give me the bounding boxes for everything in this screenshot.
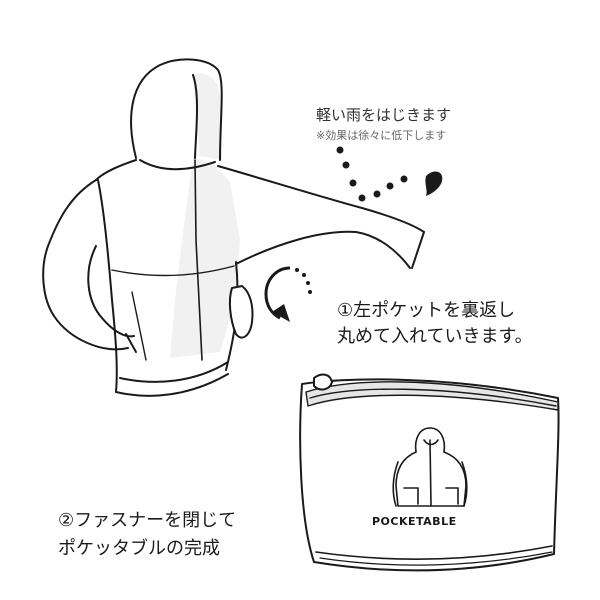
jacket-pocket-seam	[111, 265, 235, 277]
rain-drop	[386, 182, 394, 190]
rain-drop	[349, 179, 357, 187]
jacket-zipper	[194, 159, 203, 361]
rain-drop	[342, 161, 350, 169]
arrow-dot	[295, 268, 299, 272]
jacket-collar	[139, 159, 216, 171]
jacket-cuff	[125, 333, 137, 353]
jacket-hood-inner	[193, 73, 222, 160]
pouch-bottom-band-inner	[319, 551, 553, 566]
mini-jacket-zip	[429, 439, 432, 507]
jacket-right-arm-bottom	[235, 230, 411, 269]
step2-instruction-line1: ②ファスナーを閉じて	[58, 510, 237, 531]
rain-repellent-note: ※効果は徐々に低下します	[316, 129, 447, 142]
arrow-dot	[306, 281, 310, 285]
jacket-left-arm-inner	[87, 245, 135, 338]
rain-repellent-title: 軽い雨をはじきます	[316, 106, 452, 124]
jacket-hem	[115, 373, 229, 397]
pouch-body	[299, 378, 560, 572]
jacket-left-pocket	[131, 291, 147, 361]
jacket-hood	[130, 58, 223, 161]
rotate-arrow-icon	[264, 266, 312, 322]
jacket-body-left	[97, 179, 118, 393]
hooded-jacket-illustration	[42, 58, 425, 397]
jacket-left-arm	[42, 179, 129, 351]
rain-drop	[336, 146, 344, 154]
step2-instruction-line2: ポケッタブルの完成	[58, 538, 220, 559]
mini-jacket-icon	[392, 427, 468, 507]
jacket-hem-band	[119, 361, 229, 383]
arrow-dot	[308, 290, 312, 294]
jacket-shoulder	[95, 159, 137, 181]
zipper-pouch-illustration	[299, 373, 560, 572]
pouch-bottom-band	[315, 545, 553, 560]
jacket-right-cuff	[411, 231, 425, 269]
mini-jacket-hood	[414, 427, 446, 453]
rain-drop-large	[425, 171, 443, 196]
jacket-hood-fold	[192, 74, 199, 159]
rotate-arrow-curve	[264, 266, 291, 320]
pouch-zipper-band	[305, 381, 559, 411]
rain-drop	[358, 194, 366, 202]
mini-jacket-pocket-right	[445, 487, 459, 505]
pouch-zipper-pull	[313, 373, 333, 391]
rain-drop	[400, 175, 408, 183]
rotate-arrow-head	[272, 304, 290, 322]
pouch-label: POCKETABLE	[372, 515, 457, 528]
jacket-side-panel	[170, 158, 240, 358]
mini-jacket-face	[423, 439, 439, 446]
jacket-inverted-pocket	[228, 285, 254, 339]
pouch-zipper-line	[309, 388, 557, 407]
mini-jacket-left-sleeve	[392, 461, 399, 507]
jacket-right-arm-top	[217, 165, 425, 233]
mini-jacket-pocket-left	[403, 487, 419, 505]
step1-instruction-line1: ①左ポケットを裏返し	[337, 300, 516, 321]
mini-jacket-right-sleeve	[461, 461, 468, 507]
arrow-dot	[302, 273, 306, 277]
rain-drops-icon	[336, 146, 443, 202]
rain-drop	[373, 190, 381, 198]
step1-instruction-line2: 丸めて入れていきます。	[337, 326, 533, 347]
